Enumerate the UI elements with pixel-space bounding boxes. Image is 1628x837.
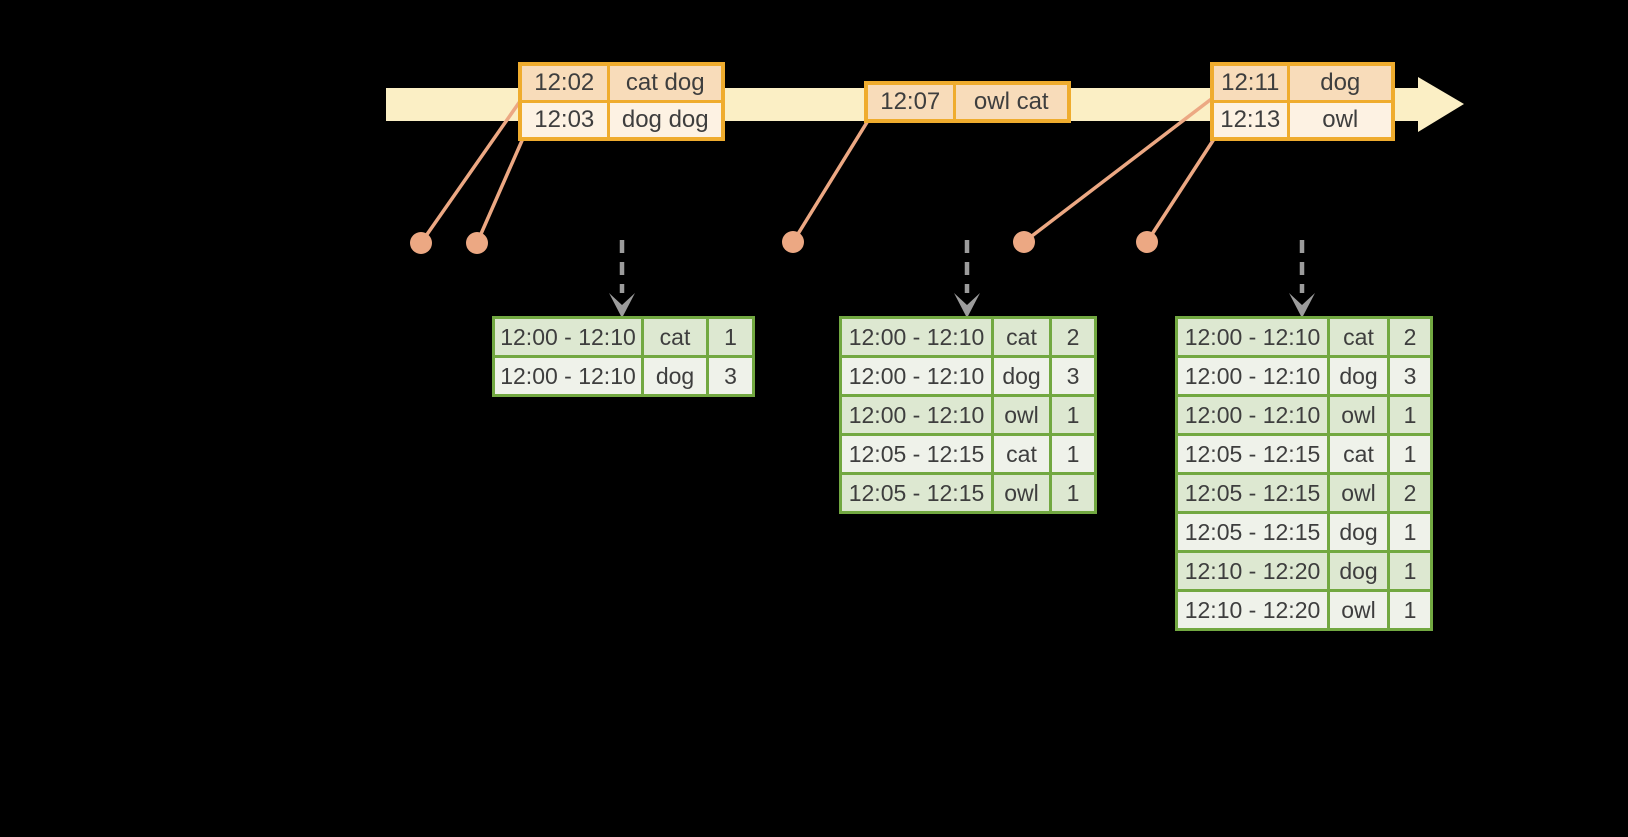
record-dot (466, 232, 488, 254)
result-row: 12:10 - 12:20 dog 1 (1175, 550, 1433, 592)
trigger-down-arrow (954, 240, 980, 318)
event-row: 12:02 cat dog (518, 62, 725, 103)
result-row: 12:10 - 12:20 owl 1 (1175, 589, 1433, 631)
count-cell: 2 (1387, 316, 1433, 358)
count-cell: 1 (706, 316, 755, 358)
result-row: 12:00 - 12:10 cat 2 (1175, 316, 1433, 358)
window-cell: 12:00 - 12:10 (839, 316, 994, 358)
word-cell: owl (1327, 589, 1390, 631)
event-time-cell: 12:02 (518, 62, 610, 103)
word-cell: cat (641, 316, 709, 358)
event-table-3: 12:11 dog 12:13 owl (1210, 62, 1395, 141)
count-cell: 1 (1387, 394, 1433, 436)
result-row: 12:05 - 12:15 owl 1 (839, 472, 1097, 514)
window-cell: 12:00 - 12:10 (492, 355, 644, 397)
result-row: 12:05 - 12:15 cat 1 (1175, 433, 1433, 475)
result-table-2: 12:00 - 12:10 cat 2 12:00 - 12:10 dog 3 … (839, 316, 1097, 514)
event-table-2: 12:07 owl cat (864, 81, 1071, 123)
record-connector-line (1022, 95, 1216, 244)
window-cell: 12:05 - 12:15 (839, 433, 994, 475)
result-row: 12:00 - 12:10 cat 2 (839, 316, 1097, 358)
word-cell: owl (991, 472, 1052, 514)
count-cell: 3 (1387, 355, 1433, 397)
event-row: 12:13 owl (1210, 100, 1395, 141)
window-cell: 12:10 - 12:20 (1175, 589, 1330, 631)
event-words-cell: dog (1286, 62, 1395, 103)
event-row: 12:11 dog (1210, 62, 1395, 103)
record-connector-line (791, 118, 871, 243)
event-words-cell: dog dog (606, 100, 725, 141)
word-cell: dog (991, 355, 1052, 397)
record-connector-line (1145, 138, 1216, 243)
event-time-cell: 12:07 (864, 81, 956, 123)
trigger-down-arrow (1289, 240, 1315, 318)
window-cell: 12:00 - 12:10 (839, 355, 994, 397)
count-cell: 3 (706, 355, 755, 397)
result-row: 12:00 - 12:10 dog 3 (492, 355, 755, 397)
window-cell: 12:05 - 12:15 (1175, 472, 1330, 514)
event-time-cell: 12:03 (518, 100, 610, 141)
event-table-1: 12:02 cat dog 12:03 dog dog (518, 62, 725, 141)
result-table-1: 12:00 - 12:10 cat 1 12:00 - 12:10 dog 3 (492, 316, 755, 397)
count-cell: 1 (1049, 433, 1097, 475)
count-cell: 1 (1049, 394, 1097, 436)
result-row: 12:00 - 12:10 dog 3 (839, 355, 1097, 397)
window-cell: 12:10 - 12:20 (1175, 550, 1330, 592)
window-cell: 12:05 - 12:15 (839, 472, 994, 514)
count-cell: 1 (1387, 433, 1433, 475)
count-cell: 1 (1387, 589, 1433, 631)
record-dot (1136, 231, 1158, 253)
word-cell: dog (1327, 355, 1390, 397)
word-cell: dog (1327, 511, 1390, 553)
count-cell: 2 (1387, 472, 1433, 514)
count-cell: 1 (1387, 511, 1433, 553)
result-row: 12:00 - 12:10 owl 1 (839, 394, 1097, 436)
event-row: 12:07 owl cat (864, 81, 1071, 123)
window-cell: 12:00 - 12:10 (492, 316, 644, 358)
trigger-down-arrow (609, 240, 635, 318)
result-row: 12:00 - 12:10 cat 1 (492, 316, 755, 358)
word-cell: owl (1327, 394, 1390, 436)
count-cell: 1 (1049, 472, 1097, 514)
word-cell: cat (991, 433, 1052, 475)
window-cell: 12:05 - 12:15 (1175, 511, 1330, 553)
event-words-cell: owl (1286, 100, 1395, 141)
record-dot (1013, 231, 1035, 253)
window-cell: 12:00 - 12:10 (1175, 394, 1330, 436)
event-words-cell: cat dog (606, 62, 725, 103)
word-cell: dog (1327, 550, 1390, 592)
event-row: 12:03 dog dog (518, 100, 725, 141)
record-connector-line (475, 135, 526, 244)
result-row: 12:05 - 12:15 dog 1 (1175, 511, 1433, 553)
word-cell: owl (991, 394, 1052, 436)
window-cell: 12:00 - 12:10 (1175, 355, 1330, 397)
result-row: 12:05 - 12:15 owl 2 (1175, 472, 1433, 514)
record-dot (410, 232, 432, 254)
window-cell: 12:00 - 12:10 (1175, 316, 1330, 358)
record-dot (782, 231, 804, 253)
count-cell: 2 (1049, 316, 1097, 358)
word-cell: owl (1327, 472, 1390, 514)
word-cell: cat (991, 316, 1052, 358)
event-words-cell: owl cat (952, 81, 1071, 123)
word-cell: dog (641, 355, 709, 397)
result-row: 12:00 - 12:10 owl 1 (1175, 394, 1433, 436)
word-cell: cat (1327, 316, 1390, 358)
result-table-3: 12:00 - 12:10 cat 2 12:00 - 12:10 dog 3 … (1175, 316, 1433, 631)
window-cell: 12:00 - 12:10 (839, 394, 994, 436)
event-time-cell: 12:11 (1210, 62, 1290, 103)
timeline-arrowhead-icon (1418, 77, 1464, 132)
result-row: 12:05 - 12:15 cat 1 (839, 433, 1097, 475)
event-time-cell: 12:13 (1210, 100, 1290, 141)
window-cell: 12:05 - 12:15 (1175, 433, 1330, 475)
count-cell: 3 (1049, 355, 1097, 397)
word-cell: cat (1327, 433, 1390, 475)
count-cell: 1 (1387, 550, 1433, 592)
result-row: 12:00 - 12:10 dog 3 (1175, 355, 1433, 397)
record-connector-line (419, 95, 525, 245)
